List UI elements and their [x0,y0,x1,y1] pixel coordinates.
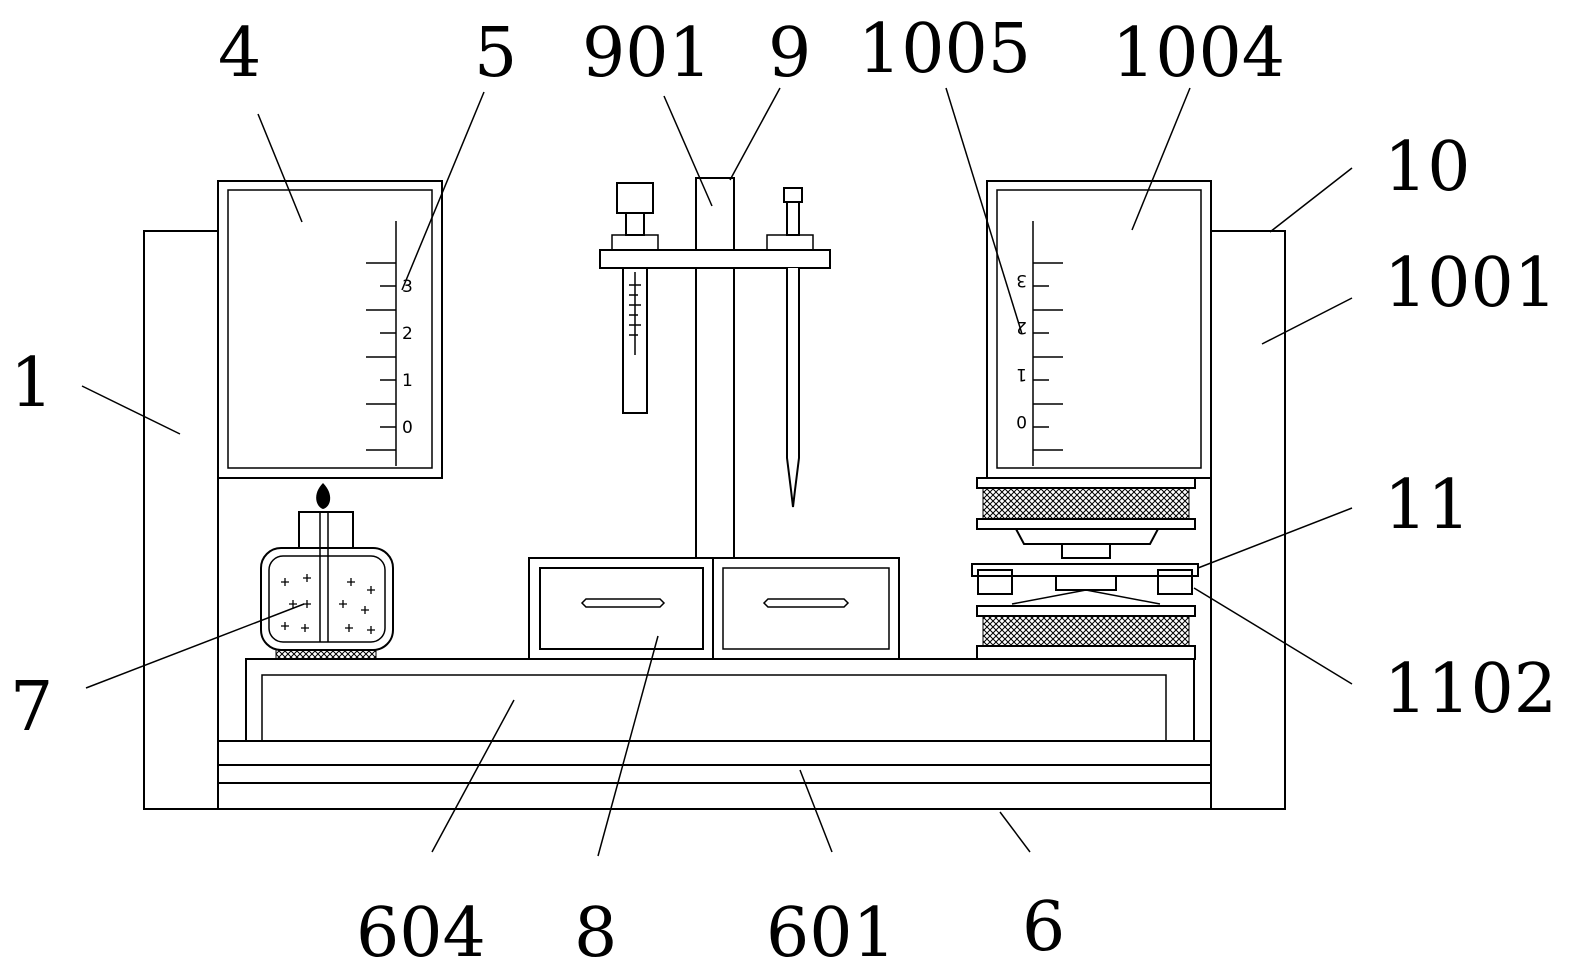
left-container-4: 3 2 1 0 [217,180,443,479]
label-8: 8 [574,894,617,973]
platform-604 [245,658,1195,742]
label-4: 4 [218,14,261,93]
scale-right-2: 2 [1016,317,1027,337]
rack-stand-9 [599,177,831,559]
label-5: 5 [474,14,517,93]
drawer-box-right [712,557,900,660]
label-9: 9 [768,14,811,93]
housing-right-wall [1210,230,1286,810]
label-10: 10 [1384,128,1471,207]
scale-right-3: 3 [1016,270,1027,290]
label-1005: 1005 [858,10,1031,89]
alcohol-burner-7 [260,483,394,660]
scale-left-1: 1 [402,371,413,391]
label-604: 604 [356,894,486,973]
scale-left-3: 3 [402,277,413,297]
label-1102: 1102 [1384,650,1557,729]
scale-right-0: 0 [1016,411,1027,431]
bottom-hatched-plate [217,740,1212,766]
scale-left-0: 0 [402,418,413,438]
right-container-1004: 3 2 1 0 [986,180,1212,479]
thermometer [616,182,654,414]
leader-lines [81,87,1353,857]
spring-assembly-11 [971,477,1199,660]
drawer-box-left [528,557,714,660]
label-11: 11 [1384,466,1471,545]
scale-left-2: 2 [402,324,413,344]
label-601: 601 [766,894,896,973]
label-901: 901 [582,14,712,93]
housing-left-wall [143,230,219,810]
label-1: 1 [10,344,53,423]
bottom-plate-601 [217,764,1212,784]
label-1004: 1004 [1112,14,1285,93]
dropper-pipette [783,187,803,508]
label-7: 7 [10,668,53,747]
scale-right-1: 1 [1016,364,1027,384]
label-1001: 1001 [1384,244,1557,323]
label-6: 6 [1022,888,1065,967]
